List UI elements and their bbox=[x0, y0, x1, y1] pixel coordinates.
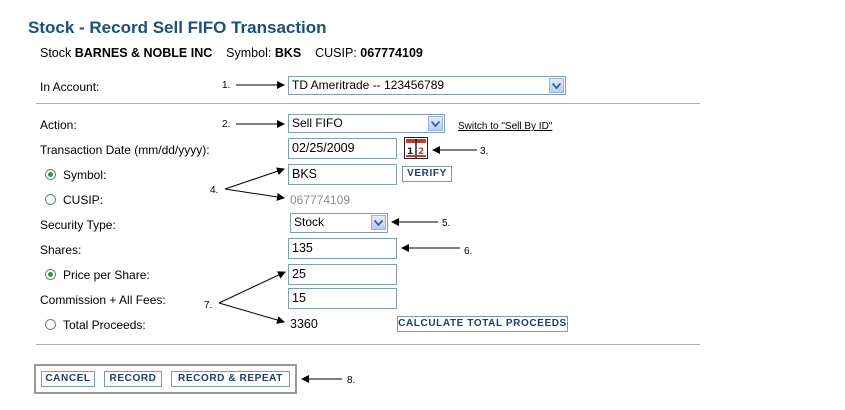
account-select-value: TD Ameritrade -- 123456789 bbox=[292, 78, 445, 92]
arrow-4a bbox=[224, 167, 285, 190]
stock-info: Stock BARNES & NOBLE INC Symbol: BKS CUS… bbox=[40, 46, 423, 60]
callout-3: 3. bbox=[480, 146, 489, 157]
action-buttons-group bbox=[34, 364, 297, 394]
account-select[interactable]: TD Ameritrade -- 123456789 bbox=[288, 76, 566, 95]
price-label: Price per Share: bbox=[63, 268, 150, 282]
page-title: Stock - Record Sell FIFO Transaction bbox=[28, 18, 327, 37]
date-label: Transaction Date (mm/dd/yyyy): bbox=[40, 143, 210, 157]
action-label: Action: bbox=[40, 118, 77, 132]
total-label: Total Proceeds: bbox=[63, 318, 146, 332]
record-button[interactable]: RECORD bbox=[104, 371, 162, 387]
price-radio[interactable] bbox=[45, 269, 56, 280]
svg-text:1: 1 bbox=[407, 147, 413, 157]
arrow-7a bbox=[218, 271, 286, 304]
security-type-value: Stock bbox=[294, 215, 325, 229]
commission-label: Commission + All Fees: bbox=[40, 293, 166, 307]
stock-cusip: 067774109 bbox=[360, 46, 423, 60]
arrow-4b bbox=[224, 188, 285, 201]
callout-1: 1. bbox=[222, 80, 231, 91]
verify-button[interactable]: VERIFY bbox=[402, 166, 452, 182]
chevron-down-icon[interactable] bbox=[428, 116, 443, 131]
commission-input[interactable]: 15 bbox=[288, 288, 397, 309]
action-select-value: Sell FIFO bbox=[292, 116, 343, 130]
divider-top bbox=[36, 103, 700, 104]
shares-label: Shares: bbox=[40, 243, 82, 257]
callout-8: 8. bbox=[347, 375, 356, 386]
cusip-value: 067774109 bbox=[290, 193, 351, 207]
callout-7: 7. bbox=[204, 300, 213, 311]
security-type-label: Security Type: bbox=[40, 218, 116, 232]
stock-prefix: Stock bbox=[40, 46, 72, 60]
chevron-down-icon[interactable] bbox=[549, 78, 564, 93]
account-label: In Account: bbox=[40, 80, 100, 94]
arrow-7b bbox=[218, 302, 285, 324]
cancel-button[interactable]: CANCEL bbox=[41, 371, 95, 387]
price-input[interactable]: 25 bbox=[288, 264, 397, 285]
switch-sell-by-id-link[interactable]: Switch to "Sell By ID" bbox=[458, 121, 553, 132]
shares-input[interactable]: 135 bbox=[288, 238, 397, 259]
total-proceeds-value: 3360 bbox=[290, 317, 318, 331]
action-select[interactable]: Sell FIFO bbox=[288, 114, 445, 133]
cusip-label: CUSIP: bbox=[63, 193, 104, 207]
transaction-date-input[interactable]: 02/25/2009 bbox=[288, 138, 397, 159]
record-and-repeat-button[interactable]: RECORD & REPEAT bbox=[171, 371, 290, 387]
security-type-select[interactable]: Stock bbox=[290, 213, 388, 233]
stock-symbol: BKS bbox=[274, 46, 302, 60]
symbol-radio[interactable] bbox=[45, 169, 56, 180]
stock-name: BARNES & NOBLE INC bbox=[74, 46, 213, 60]
symbol-label: Symbol: bbox=[63, 168, 107, 182]
symbol-prefix: Symbol: bbox=[226, 46, 272, 60]
svg-text:2: 2 bbox=[418, 147, 424, 157]
chevron-down-icon[interactable] bbox=[371, 215, 386, 230]
callout-2: 2. bbox=[222, 119, 231, 130]
symbol-input[interactable]: BKS bbox=[288, 164, 397, 185]
calendar-icon[interactable]: 1 2 bbox=[404, 137, 428, 159]
cusip-prefix: CUSIP: bbox=[315, 46, 357, 60]
calculate-total-proceeds-button[interactable]: CALCULATE TOTAL PROCEEDS bbox=[397, 316, 568, 332]
callout-6: 6. bbox=[464, 246, 473, 257]
callout-4: 4. bbox=[210, 185, 219, 196]
total-radio[interactable] bbox=[45, 319, 56, 330]
divider-bottom bbox=[36, 344, 700, 345]
callout-5: 5. bbox=[442, 218, 451, 229]
cusip-radio[interactable] bbox=[45, 194, 56, 205]
